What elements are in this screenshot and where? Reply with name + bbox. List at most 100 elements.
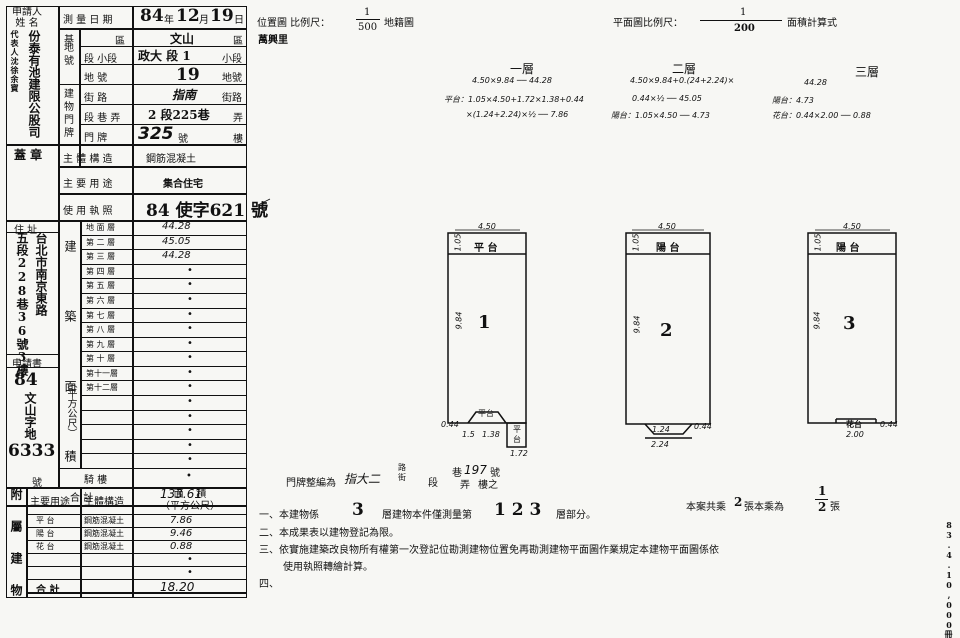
- arcade-label: 騎 樓: [84, 475, 108, 486]
- attached-col-structure: 主體構造: [84, 497, 124, 508]
- plan-room-3: 陽 台: [836, 243, 860, 254]
- sheet-pre: 本案共乘: [686, 502, 726, 513]
- plan-3-b2: 2.00: [846, 430, 864, 439]
- district-value: 文山: [170, 32, 195, 46]
- floor-name: 第 七 層: [86, 310, 116, 320]
- attached-col-area: 面 積 （平方公尺）: [160, 489, 220, 512]
- attached-area: 9.46: [170, 528, 193, 539]
- floor-name: 第 三 層: [86, 252, 116, 262]
- address-col2: 五段228巷36號3樓: [15, 232, 29, 376]
- floor-row-line: [80, 409, 247, 411]
- street-label: 街 路: [84, 93, 108, 104]
- location-scale-den: 500: [358, 22, 378, 33]
- plan-2-width: 4.50: [658, 222, 676, 231]
- attached-side: 附屬建物: [9, 488, 23, 616]
- floor-area-value: 45.05: [162, 235, 191, 247]
- survey-day-char: 日: [234, 15, 244, 26]
- plan-2-outline: [625, 232, 711, 425]
- note1-pre: 一、本建物係: [259, 510, 319, 521]
- area-calc-label: 面積計算式: [787, 18, 837, 29]
- door-line-hao: 號: [490, 468, 500, 479]
- lot-value: 19: [176, 65, 200, 85]
- floor-area-value: •: [187, 308, 193, 320]
- floor-row-line: [80, 292, 247, 294]
- floor-row-line: [80, 336, 247, 338]
- plan-1-bottom-room: 平台: [478, 409, 494, 418]
- floor-heading-1: 一層: [510, 62, 535, 76]
- door-line-lane: 弄: [460, 480, 470, 491]
- plan-3-105: 1.05: [813, 233, 823, 252]
- door-line-road: 路 街: [398, 463, 406, 482]
- floor-area-value: •: [187, 381, 193, 393]
- village: 萬興里: [258, 35, 288, 46]
- floor-row-line: [80, 234, 247, 236]
- floor-area-value: •: [187, 396, 193, 408]
- floor-row-line: [80, 395, 247, 397]
- lot-label: 地 號: [84, 73, 108, 84]
- attached-use: 花 台: [36, 542, 55, 551]
- floor-row-line: [80, 307, 247, 309]
- attached-total-value: 18.20: [160, 580, 195, 594]
- floor-suffix: 樓: [233, 134, 243, 145]
- plan-2-105: 1.05: [631, 233, 641, 252]
- street-suffix: 街路: [222, 93, 242, 104]
- land-label: 地 號: [64, 43, 74, 67]
- floor-area-value: •: [187, 264, 193, 276]
- door-suffix: 號: [178, 134, 188, 145]
- total-value: 133.61: [160, 487, 202, 501]
- survey-year-char: 年: [164, 15, 174, 26]
- floor-name: 第 二 層: [86, 237, 116, 247]
- permit-value: 84 使字621 號: [146, 201, 268, 221]
- door-line-prefix: 門牌整編為: [286, 478, 336, 489]
- building-label: 建 物 門 牌: [64, 89, 74, 139]
- floor-name: 第 四 層: [86, 266, 116, 276]
- plan-1-b1: 0.44: [441, 420, 459, 429]
- plan-label-3: 3: [843, 313, 856, 334]
- sheet-post: 張: [830, 502, 840, 513]
- door-line-alley: 巷: [452, 468, 462, 479]
- lot-suffix: 地號: [222, 73, 242, 84]
- arcade-value: •: [186, 471, 192, 482]
- survey-month-char: 月: [199, 15, 209, 26]
- plan-3-outline: [807, 232, 897, 424]
- plan-room-1: 平 台: [474, 243, 498, 254]
- floor-row-line: [80, 424, 247, 426]
- section-value: 政大 段 1: [138, 49, 191, 63]
- calc-1c: ×(1.24+2.24)×½ ── 7.86: [466, 110, 569, 119]
- door-value: 325: [138, 124, 174, 144]
- door-line-section: 段: [428, 478, 438, 489]
- floor-area-value: •: [187, 366, 193, 378]
- attached-total-label: 合 計: [36, 585, 60, 596]
- floor-name: 第 八 層: [86, 325, 116, 335]
- plan-2-b3: 2.24: [651, 440, 669, 449]
- calc-2a: 4.50×9.84+0.(24+2.24)×: [630, 76, 735, 85]
- calc-3c: 花台：0.44×2.00 ── 0.88: [772, 111, 871, 120]
- total-label: 合 計: [70, 493, 94, 504]
- attached-structure: 鋼筋混凝土: [84, 516, 124, 525]
- floor-area-value: •: [187, 454, 193, 466]
- floor-area-value: •: [187, 439, 193, 451]
- attached-row-line: [26, 566, 247, 567]
- calc-1a: 4.50×9.84 ── 44.28: [472, 76, 552, 85]
- calc-2c: 陽台：1.05×4.50 ── 4.73: [611, 111, 710, 120]
- plan-3-width: 4.50: [843, 222, 861, 231]
- plan-3-b1: 0.44: [880, 420, 898, 429]
- floor-area-value: •: [187, 279, 193, 291]
- survey-date-label: 測 量 日 期: [63, 15, 113, 26]
- structure-value: 鋼筋混凝土: [146, 154, 196, 165]
- floor-heading-3: 三層: [855, 65, 880, 79]
- app-year: 84: [14, 370, 38, 390]
- attached-total-line: [26, 592, 247, 594]
- attached-area: •: [187, 567, 193, 578]
- attached-structure: 鋼筋混凝土: [84, 529, 124, 538]
- floor-row-line: [80, 263, 247, 265]
- attached-row-line: [26, 579, 247, 580]
- app-num: 6333: [8, 441, 56, 461]
- attached-col-use: 主要用途: [30, 497, 70, 508]
- plan-scale-label: 平面圖比例尺：: [613, 18, 683, 29]
- survey-month: 12: [176, 6, 200, 26]
- sheet-num: 1: [818, 484, 827, 498]
- floor-area-value: •: [187, 425, 193, 437]
- plan-1-105: 1.05: [453, 233, 463, 252]
- floor-plans-svg: [257, 198, 897, 448]
